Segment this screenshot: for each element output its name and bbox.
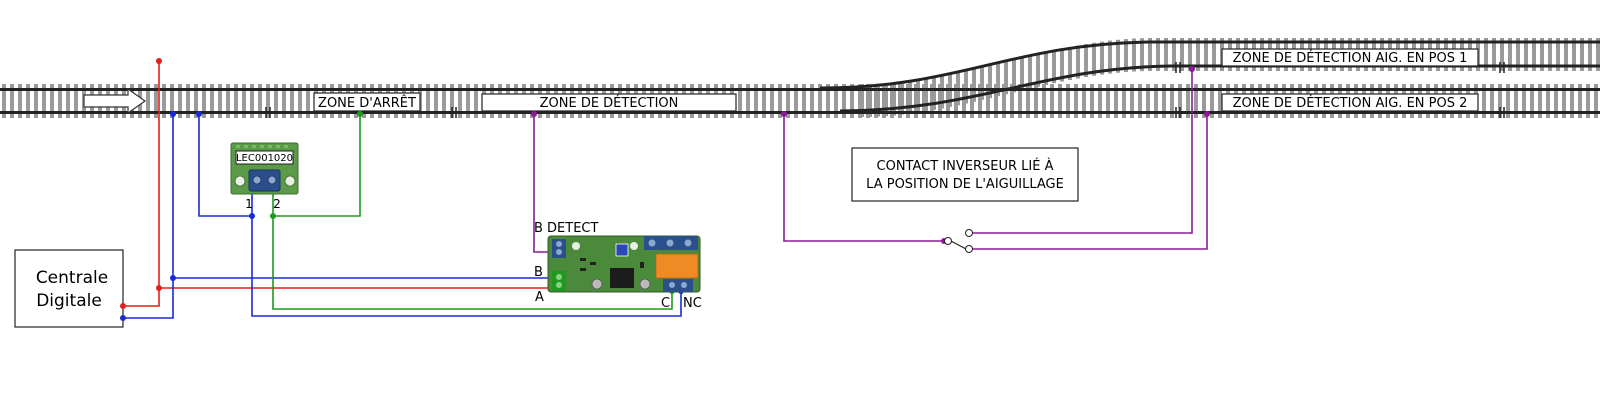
zone-pos2-label: ZONE DE DÉTECTION AIG. EN POS 2 (1221, 93, 1479, 112)
zone-arret-label: ZONE D'ARRÊT (313, 92, 421, 112)
pin-b-label: B (534, 265, 543, 280)
zone-detection-label: ZONE DE DÉTECTION (481, 93, 737, 112)
svg-text:Centrale: Centrale (36, 268, 108, 288)
direction-arrow-icon (83, 87, 147, 115)
diverging-track (819, 40, 1600, 113)
b-detect-label: B DETECT (534, 221, 599, 236)
main-track (0, 88, 1600, 114)
pin-nc-label: NC (683, 296, 702, 311)
svg-text:LA POSITION DE L'AIGUILLAGE: LA POSITION DE L'AIGUILLAGE (866, 177, 1064, 192)
svg-text:Digitale: Digitale (36, 291, 102, 311)
centrale-digitale-box: Centrale Digitale (14, 249, 124, 328)
module-label: LEC001020 (236, 153, 293, 164)
svg-text:ZONE DE DÉTECTION AIG. EN POS: ZONE DE DÉTECTION AIG. EN POS 1 (1233, 50, 1468, 66)
pin-a-label: A (535, 290, 544, 305)
detector-module: B DETECT B A C NC (534, 221, 702, 311)
green-wire (272, 114, 673, 310)
lec001020-module: LEC001020 1 2 (230, 142, 299, 211)
changeover-switch-icon (944, 229, 973, 253)
insulating-joints (265, 62, 1505, 118)
red-wire (123, 61, 551, 307)
purple-wires (533, 69, 1208, 253)
zone-pos1-label: ZONE DE DÉTECTION AIG. EN POS 1 (1221, 48, 1479, 67)
terminal-2-label: 2 (273, 197, 281, 211)
blue-wires (123, 114, 682, 319)
svg-text:ZONE D'ARRÊT: ZONE D'ARRÊT (318, 95, 416, 111)
svg-text:ZONE DE DÉTECTION AIG. EN POS: ZONE DE DÉTECTION AIG. EN POS 2 (1233, 95, 1468, 111)
svg-text:ZONE DE DÉTECTION: ZONE DE DÉTECTION (540, 95, 679, 111)
contact-inverseur-box: CONTACT INVERSEUR LIÉ À LA POSITION DE L… (851, 147, 1079, 202)
terminal-1-label: 1 (245, 197, 253, 211)
svg-text:CONTACT INVERSEUR LIÉ À: CONTACT INVERSEUR LIÉ À (877, 158, 1054, 174)
pin-c-label: C (661, 296, 670, 311)
